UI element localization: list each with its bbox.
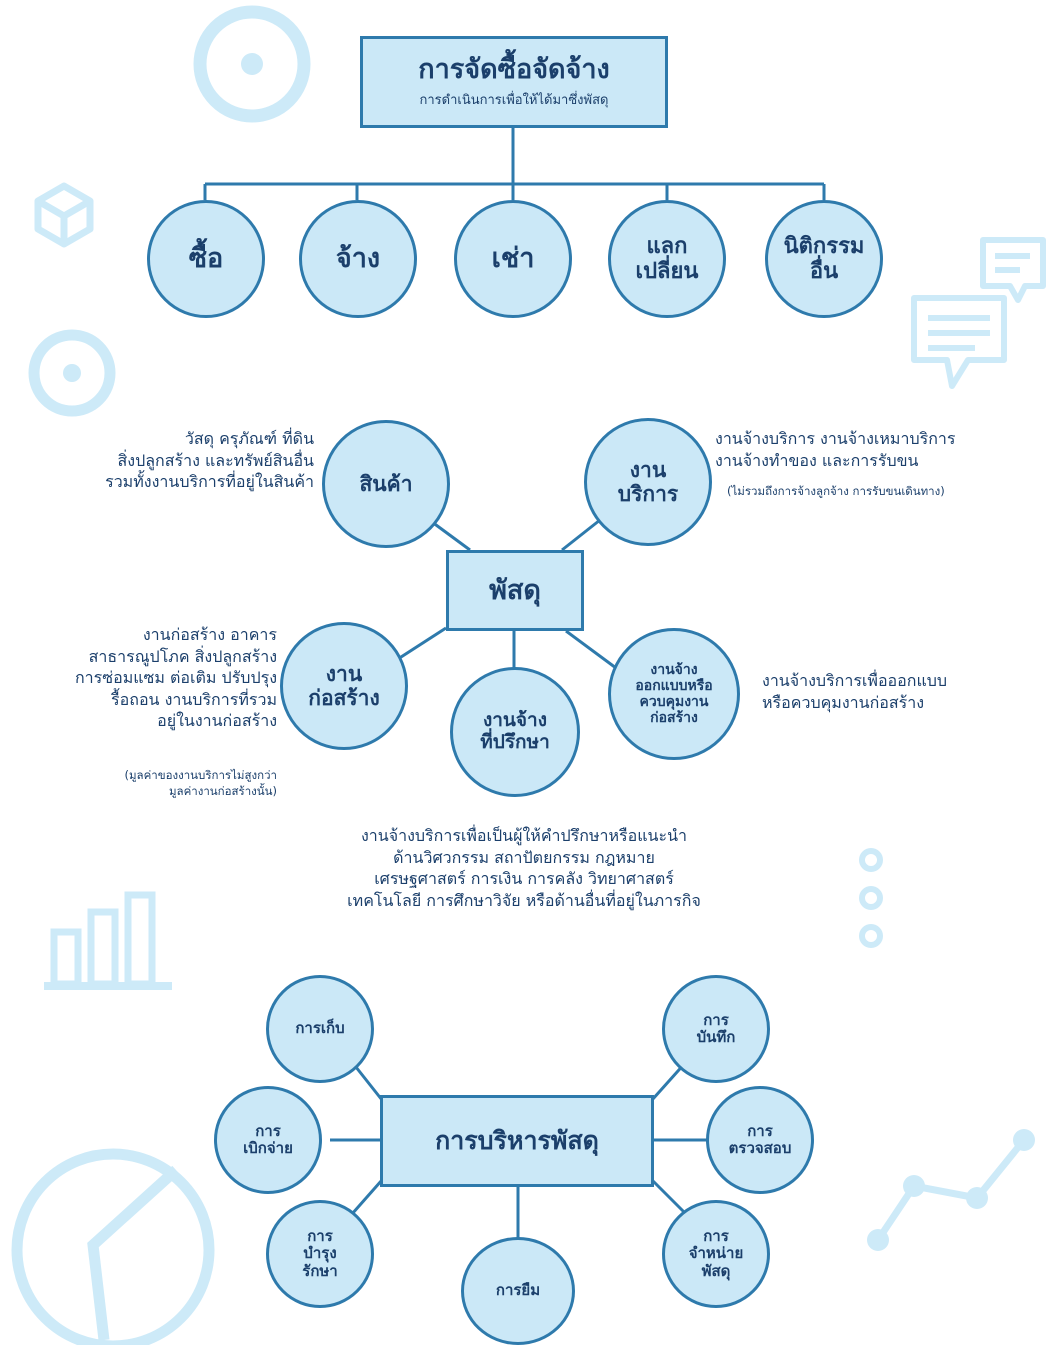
consultant-description: งานจ้างบริการเพื่อเป็นผู้ให้คำปรึกษาหรือ… <box>347 826 701 910</box>
node-goods: สินค้า <box>322 420 450 548</box>
procurement-subtitle: การดำเนินการเพื่อให้ได้มาซึ่งพัสดุ <box>419 93 609 109</box>
target-icon <box>28 329 116 417</box>
pie-chart-icon <box>11 1148 215 1345</box>
asset-management-box: การบริหารพัสดุ <box>380 1095 654 1187</box>
procurement-title-box: การจัดซื้อจัดจ้าง การดำเนินการเพื่อให้ได… <box>360 36 668 128</box>
method-hire: จ้าง <box>299 200 417 318</box>
cube-icon <box>34 182 94 248</box>
construction-description: งานก่อสร้าง อาคาร สาธารณูปโภค สิ่งปลูกสร… <box>74 625 277 731</box>
node-consultant: งานจ้าง ที่ปรึกษา <box>450 667 580 797</box>
chat-bubbles-icon <box>911 237 1046 389</box>
node-service: งาน บริการ <box>584 418 712 546</box>
asset-management-title: การบริหารพัสดุ <box>435 1125 599 1155</box>
node-design-supervision: งานจ้าง ออกแบบหรือ ควบคุมงาน ก่อสร้าง <box>608 628 740 760</box>
mgmt-inspect: การ ตรวจสอบ <box>706 1086 814 1194</box>
mgmt-withdraw: การ เบิกจ่าย <box>214 1086 322 1194</box>
parcel-center-box: พัสดุ <box>446 550 584 631</box>
method-other-juristic-act: นิติกรรม อื่น <box>765 200 883 318</box>
mgmt-keep: การเก็บ <box>266 975 374 1083</box>
bar-chart-icon <box>44 891 172 990</box>
design-description: งานจ้างบริการเพื่อออกแบบ หรือควบคุมงานก่… <box>762 671 948 712</box>
method-rent: เช่า <box>454 200 572 318</box>
mgmt-borrow: การยืม <box>461 1237 575 1345</box>
method-buy: ซื้อ <box>147 200 265 318</box>
target-icon <box>193 5 311 123</box>
line-chart-icon <box>867 1129 1035 1251</box>
mgmt-maintain: การ บำรุง รักษา <box>266 1200 374 1308</box>
service-note: (ไม่รวมถึงการจ้างลูกจ้าง การรับขนเดินทาง… <box>727 484 945 498</box>
dots-icon <box>859 848 883 948</box>
method-exchange: แลก เปลี่ยน <box>608 200 726 318</box>
goods-description: วัสดุ ครุภัณฑ์ ที่ดิน สิ่งปลูกสร้าง และท… <box>105 429 314 492</box>
parcel-title: พัสดุ <box>489 574 541 606</box>
service-description: งานจ้างบริการ งานจ้างเหมาบริการ งานจ้างท… <box>715 429 956 470</box>
construction-note: (มูลค่าของงานบริการไม่สูงกว่า มูลค่างานก… <box>124 768 277 798</box>
mgmt-dispose: การ จำหน่าย พัสดุ <box>662 1200 770 1308</box>
node-construction: งาน ก่อสร้าง <box>280 622 408 750</box>
mgmt-record: การ บันทึก <box>662 975 770 1083</box>
procurement-title: การจัดซื้อจัดจ้าง <box>418 53 610 85</box>
